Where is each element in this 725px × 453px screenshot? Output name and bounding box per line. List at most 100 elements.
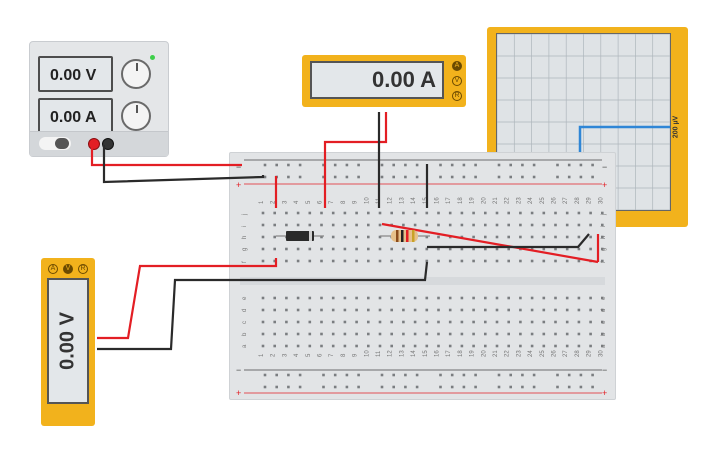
power-supply[interactable]: 0.00 V 0.00 A: [29, 41, 169, 157]
column-number: 1: [259, 353, 265, 357]
resistor-icon[interactable]: [380, 230, 430, 242]
column-number: 22: [505, 350, 511, 357]
column-number: 22: [505, 197, 511, 204]
row-letter: g: [242, 248, 248, 251]
row-letter: e: [242, 296, 248, 300]
wire-black-voltmeter: [97, 261, 429, 351]
column-number: 16: [435, 350, 441, 357]
column-number: 9: [353, 353, 359, 357]
rail-plus-label-right: +: [602, 180, 607, 190]
psu-current-display: 0.00 A: [38, 98, 113, 134]
rail-minus-label-bottom-right: −: [602, 365, 607, 375]
column-number: 27: [563, 197, 569, 204]
row-letter: f: [601, 261, 607, 263]
rail-plus-label-bottom-right: +: [602, 388, 607, 398]
column-number: 2: [271, 353, 277, 357]
column-number: 25: [540, 197, 546, 204]
column-number: 10: [364, 197, 370, 204]
rail-minus-label: −: [236, 162, 241, 172]
wire-red-voltmeter: [97, 258, 278, 340]
column-number: 20: [481, 197, 487, 204]
column-number: 17: [446, 350, 452, 357]
column-number: 14: [411, 197, 417, 204]
column-number: 19: [470, 197, 476, 204]
row-letter: i: [242, 226, 248, 227]
row-letter: e: [601, 296, 607, 300]
power-switch-icon[interactable]: [39, 137, 71, 150]
column-number: 7: [329, 353, 335, 357]
ammeter-mode-v[interactable]: V: [452, 76, 462, 86]
rail-minus-label-right: −: [602, 162, 607, 172]
voltmeter-mode-a[interactable]: A: [48, 264, 58, 274]
wire-red-oscilloscope: [381, 222, 599, 264]
wire-black-psu: [102, 145, 265, 184]
column-number: 13: [399, 350, 405, 357]
ammeter-mode-a[interactable]: A: [452, 61, 462, 71]
column-number: 21: [493, 197, 499, 204]
column-number: 30: [598, 197, 604, 204]
wire-red-psu: [90, 145, 242, 167]
column-number: 16: [435, 197, 441, 204]
voltmeter[interactable]: A V R 0.00 V: [41, 258, 95, 426]
power-led-icon: [150, 55, 155, 60]
column-number: 24: [528, 350, 534, 357]
column-number: 23: [516, 350, 522, 357]
column-number: 6: [318, 200, 324, 204]
column-number: 3: [282, 353, 288, 357]
psu-voltage-display: 0.00 V: [38, 56, 113, 92]
column-number: 13: [399, 197, 405, 204]
row-letter: i: [601, 226, 607, 227]
row-letter: c: [242, 321, 248, 324]
current-knob-icon[interactable]: [121, 101, 151, 131]
column-number: 11: [376, 350, 382, 357]
ammeter-mode-r[interactable]: R: [452, 91, 462, 101]
voltage-knob-icon[interactable]: [121, 59, 151, 89]
row-letter: h: [242, 236, 248, 239]
rail-plus-label: +: [236, 180, 241, 190]
row-letter: h: [601, 236, 607, 239]
column-number: 5: [306, 200, 312, 204]
row-letter: j: [601, 214, 607, 216]
column-number: 23: [516, 197, 522, 204]
column-number: 24: [528, 197, 534, 204]
wire-black-oscilloscope: [427, 233, 590, 249]
column-number: 21: [493, 350, 499, 357]
column-number: 3: [282, 200, 288, 204]
voltmeter-mode-v[interactable]: V: [63, 264, 73, 274]
row-letter: g: [601, 248, 607, 251]
column-number: 9: [353, 200, 359, 204]
column-number: 20: [481, 350, 487, 357]
row-letter: j: [242, 214, 248, 216]
column-number: 26: [552, 197, 558, 204]
column-number: 30: [598, 350, 604, 357]
column-number: 1: [259, 200, 265, 204]
row-letter: d: [242, 309, 248, 312]
voltmeter-mode-r[interactable]: R: [78, 264, 88, 274]
column-number: 12: [388, 197, 394, 204]
column-number: 4: [294, 200, 300, 204]
voltmeter-display-frame: 0.00 V: [47, 278, 89, 404]
diode-icon[interactable]: [276, 231, 324, 241]
column-number: 10: [364, 350, 370, 357]
column-number: 28: [575, 350, 581, 357]
column-number: 7: [329, 200, 335, 204]
column-number: 8: [341, 200, 347, 204]
row-letter: c: [601, 321, 607, 324]
ammeter-display: 0.00 A: [310, 61, 444, 99]
column-number: 12: [388, 350, 394, 357]
ammeter[interactable]: 0.00 A A V R: [302, 55, 466, 107]
column-number: 14: [411, 350, 417, 357]
row-letter: f: [242, 261, 248, 263]
column-number: 15: [423, 197, 429, 204]
wire-red-ammeter: [323, 112, 388, 208]
column-number: 18: [458, 350, 464, 357]
row-letter: a: [242, 344, 248, 348]
row-letter: d: [601, 309, 607, 312]
column-number: 2: [271, 200, 277, 204]
column-number: 28: [575, 197, 581, 204]
psu-footer: [30, 131, 168, 156]
column-number: 4: [294, 353, 300, 357]
breadboard[interactable]: 1122334455667788991010111112121313141415…: [229, 152, 616, 400]
column-number: 29: [587, 350, 593, 357]
